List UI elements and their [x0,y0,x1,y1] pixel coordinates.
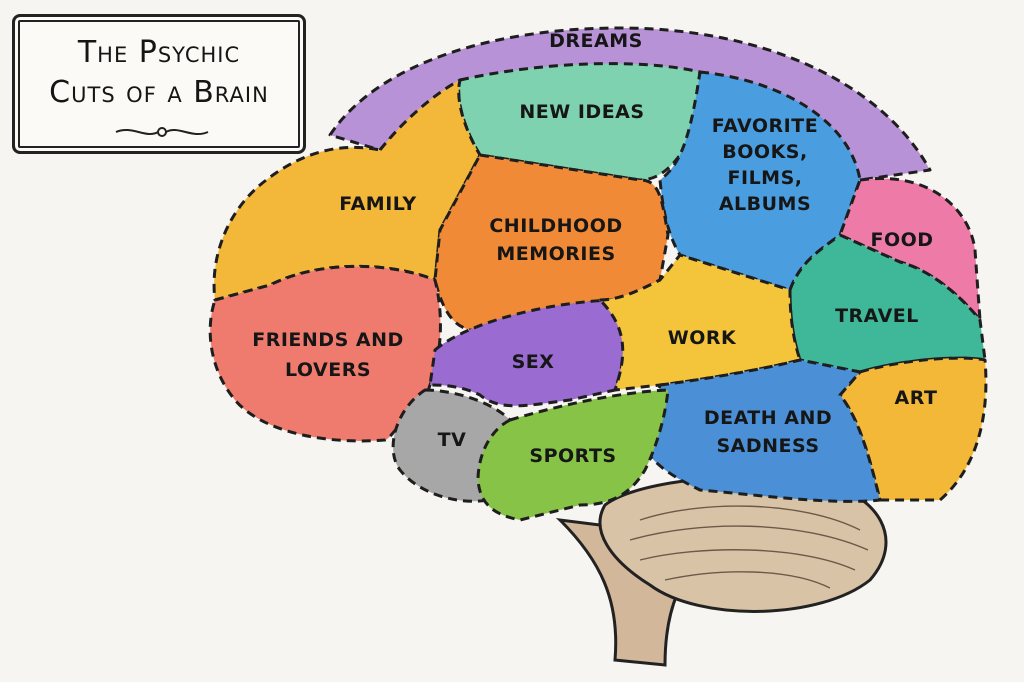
title-line-1: The Psychic [77,35,241,70]
region-death [643,358,882,503]
cerebellum-folds [629,505,869,589]
label-sex: SEX [512,351,555,373]
label-death-2: SADNESS [716,435,819,457]
region-childhood [433,153,670,333]
label-favorite-3: FILMS, [728,167,803,189]
label-food: FOOD [870,229,933,251]
region-travel [788,233,987,374]
label-friends-1: FRIENDS AND [252,329,404,351]
label-dreams: DREAMS [549,30,643,52]
title-box: The Psychic Cuts of a Brain [12,14,306,154]
region-sports [476,388,670,522]
label-favorite-4: ALBUMS [719,193,811,215]
region-art [838,356,988,502]
label-childhood-1: CHILDHOOD [489,215,622,237]
label-favorite-1: FAVORITE [712,115,818,137]
title-line-2: Cuts of a Brain [49,75,269,110]
label-friends-2: LOVERS [285,359,371,381]
label-sports: SPORTS [529,445,616,467]
label-tv: TV [438,429,467,451]
region-family [212,78,482,302]
label-work: WORK [668,327,737,349]
label-childhood-2: MEMORIES [496,243,615,265]
label-travel: TRAVEL [835,305,919,327]
label-death-1: DEATH AND [704,407,832,429]
label-art: ART [895,387,938,409]
label-favorite-2: BOOKS, [722,141,807,163]
label-family: FAMILY [339,193,416,215]
label-new-ideas: NEW IDEAS [519,101,644,123]
flourish-ornament [115,127,209,137]
